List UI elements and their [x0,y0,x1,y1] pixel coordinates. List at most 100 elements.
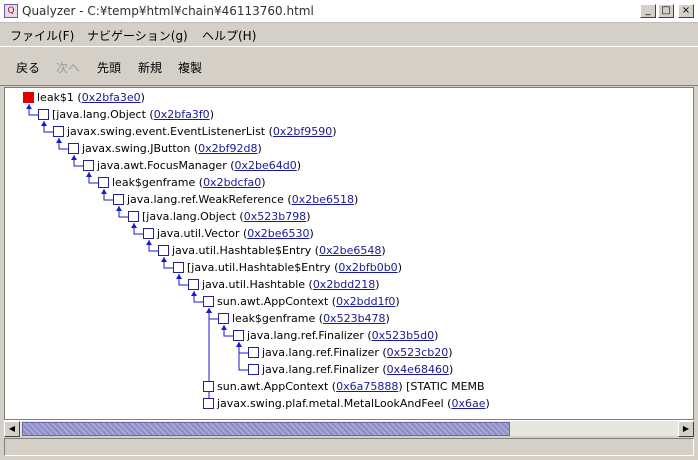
node-address-link[interactable]: 0x2be64d0 [234,159,297,172]
node-suffix: ) [385,312,390,325]
tree-node[interactable]: sun.awt.AppContext (0x2bdd1f0) [203,295,400,309]
node-class-label: leak$genframe ( [112,176,204,189]
tree-connector-line [58,138,68,150]
tree-connector-line [118,206,128,218]
arrow-up-icon [86,172,92,177]
scroll-left-arrow-icon[interactable]: ◀ [4,421,20,437]
node-box-icon[interactable] [173,262,184,273]
node-suffix: ) [306,210,311,223]
node-box-icon[interactable] [203,398,214,409]
tree-connector-line [238,342,248,371]
tree-node[interactable]: leak$1 (0x2bfa3e0) [23,91,145,105]
status-bar [4,438,694,456]
maximize-button[interactable]: □ [658,4,674,18]
node-class-label: [java.lang.Object ( [52,108,154,121]
node-box-icon[interactable] [98,177,109,188]
first-button[interactable]: 先頭 [97,61,122,75]
tree-node[interactable]: java.util.Hashtable (0x2bdd218) [188,278,380,292]
node-box-icon[interactable] [233,330,244,341]
horizontal-scrollbar[interactable]: ◀ ▶ [4,420,694,437]
node-class-label: java.lang.ref.Finalizer ( [262,346,387,359]
node-address-link[interactable]: 0x6ae [451,397,486,410]
node-box-icon[interactable] [248,364,259,375]
tree-node[interactable]: java.lang.ref.Finalizer (0x4e68460) [248,363,453,377]
node-box-icon[interactable] [218,313,229,324]
back-button[interactable]: 戻る [16,61,41,75]
arrow-up-icon [146,240,152,245]
tree-node[interactable]: [java.util.Hashtable$Entry (0x2bfb0b0) [173,261,402,275]
tree-node[interactable]: [java.lang.Object (0x523b798) [128,210,310,224]
tree-node[interactable]: java.awt.FocusManager (0x2be64d0) [83,159,301,173]
node-address-link[interactable]: 0x4e68460 [386,363,449,376]
tree-node[interactable]: java.util.Hashtable$Entry (0x2be6548) [158,244,386,258]
arrow-up-icon [236,342,242,347]
arrow-up-icon [26,104,32,109]
window-title: Qualyzer - C:¥temp¥html¥chain¥46113760.h… [22,4,314,18]
arrow-up-icon [56,138,62,143]
node-address-link[interactable]: 0x6a75888 [336,380,399,393]
menu-help[interactable]: ヘルプ(H) [202,29,257,43]
node-box-icon[interactable] [203,296,214,307]
node-address-link[interactable]: 0x523cb20 [386,346,449,359]
scroll-right-arrow-icon[interactable]: ▶ [678,421,694,437]
arrow-up-icon [161,257,167,262]
tree-node[interactable]: leak$genframe (0x2bdcfa0) [98,176,266,190]
tree-connector-line [163,257,173,269]
node-address-link[interactable]: 0x523b5d0 [371,329,435,342]
new-button[interactable]: 新規 [138,61,163,75]
arrow-up-icon [71,155,77,160]
tree-node[interactable]: java.util.Vector (0x2be6530) [143,227,314,241]
tree-node[interactable]: sun.awt.AppContext (0x6a75888) [STATIC M… [203,380,485,394]
node-address-link[interactable]: 0x2be6518 [291,193,354,206]
node-address-link[interactable]: 0x2bdd218 [312,278,376,291]
node-box-icon[interactable] [143,228,154,239]
close-button[interactable]: × [678,4,694,18]
menu-navigation[interactable]: ナビゲーション(g) [87,29,188,43]
tree-connector-line [133,223,143,235]
node-suffix: ) [448,363,454,376]
node-address-link[interactable]: 0x2be6530 [247,227,310,240]
scroll-thumb[interactable] [22,422,510,436]
node-box-icon[interactable] [53,126,64,137]
tree-node[interactable]: java.lang.ref.WeakReference (0x2be6518) [113,193,358,207]
node-box-icon[interactable] [68,143,79,154]
node-suffix: ) [261,176,266,189]
node-address-link[interactable]: 0x2bdcfa0 [203,176,262,189]
root-marker-icon[interactable] [23,92,34,103]
node-box-icon[interactable] [158,245,169,256]
node-box-icon[interactable] [128,211,139,222]
node-box-icon[interactable] [38,109,49,120]
node-address-link[interactable]: 0x2bfb0b0 [338,261,398,274]
tree-node[interactable]: [java.lang.Object (0x2bfa3f0) [38,108,214,122]
node-address-link[interactable]: 0x2bfa3e0 [81,91,141,104]
minimize-button[interactable]: _ [640,4,656,18]
node-address-link[interactable]: 0x523b478 [323,312,386,325]
tree-node[interactable]: java.lang.ref.Finalizer (0x523cb20) [248,346,453,360]
tree-node[interactable]: java.lang.ref.Finalizer (0x523b5d0) [233,329,438,343]
node-box-icon[interactable] [113,194,124,205]
tree-node[interactable]: javax.swing.JButton (0x2bf92d8) [68,142,262,156]
node-address-link[interactable]: 0x2bdd1f0 [336,295,396,308]
tree-node[interactable]: javax.swing.event.EventListenerList (0x2… [53,125,337,139]
node-address-link[interactable]: 0x2be6548 [319,244,382,257]
node-address-link[interactable]: 0x523b798 [243,210,307,223]
tree-node[interactable]: javax.swing.plaf.metal.MetalLookAndFeel … [203,397,490,411]
duplicate-button[interactable]: 複製 [178,61,203,75]
app-icon: Q [4,4,18,18]
menu-bar: ファイル(F) ナビゲーション(g) ヘルプ(H) [0,23,698,45]
tree-node[interactable]: leak$genframe (0x523b478) [218,312,390,326]
node-box-icon[interactable] [188,279,199,290]
node-box-icon[interactable] [248,347,259,358]
title-bar: Q Qualyzer - C:¥temp¥html¥chain¥46113760… [0,0,698,23]
node-box-icon[interactable] [203,381,214,392]
node-suffix: ) [397,261,402,274]
menu-file[interactable]: ファイル(F) [10,29,75,43]
node-address-link[interactable]: 0x2bfa3f0 [153,108,210,121]
node-suffix: ) [434,329,439,342]
next-button[interactable]: 次へ [56,61,81,75]
toolbar: 戻る 次へ 先頭 新規 複製 [0,46,698,86]
node-address-link[interactable]: 0x2bf9590 [272,125,333,138]
node-box-icon[interactable] [83,160,94,171]
node-address-link[interactable]: 0x2bf92d8 [198,142,258,155]
node-class-label: java.util.Vector ( [157,227,248,240]
